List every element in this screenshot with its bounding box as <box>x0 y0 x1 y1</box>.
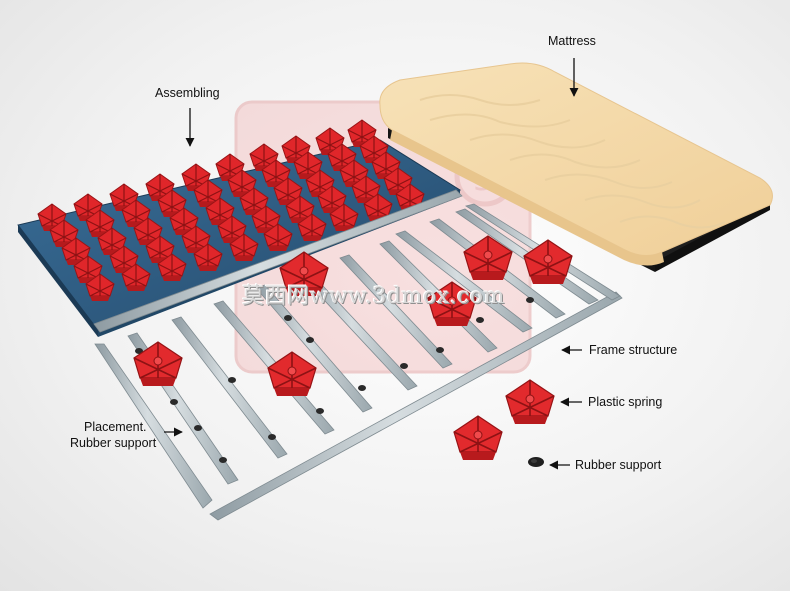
mattress-label: Mattress <box>548 34 596 49</box>
assembling-label: Assembling <box>155 86 220 101</box>
placement-label-line2: Rubber support <box>70 436 156 451</box>
watermark-text: 莫西网www.3dmox.com <box>242 278 505 310</box>
placement-label-line1: Placement. <box>84 420 147 435</box>
plastic-spring-part <box>506 380 554 424</box>
frame-structure-label: Frame structure <box>589 343 677 358</box>
rubber-support-label: Rubber support <box>575 458 661 473</box>
rubber-support-part <box>528 457 544 467</box>
plastic-spring-part-2 <box>454 416 502 460</box>
plastic-spring-label: Plastic spring <box>588 395 662 410</box>
